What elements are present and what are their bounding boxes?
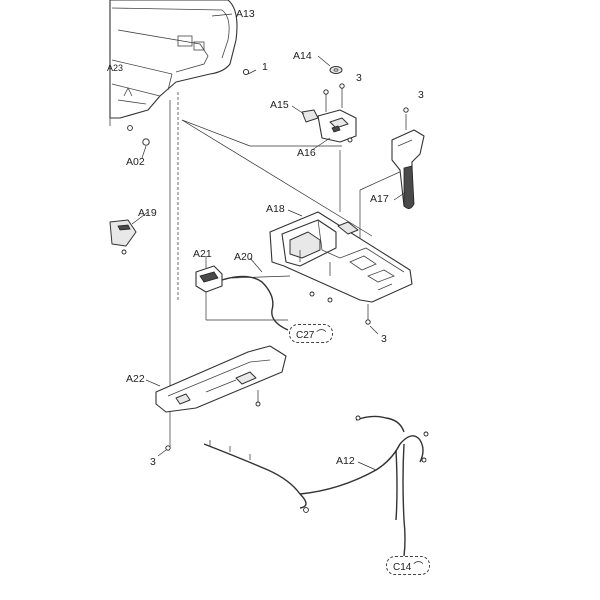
- frame-A18: [269, 211, 413, 325]
- label-screw-3-frame: 3: [381, 333, 387, 345]
- label-A23: A23: [107, 63, 124, 73]
- bracket-A16: [317, 83, 357, 143]
- label-screw-1: 1: [262, 61, 268, 73]
- label-screw-3-bottom: 3: [150, 456, 156, 468]
- bracket-A19: [109, 219, 137, 255]
- spring-A15: [291, 105, 319, 123]
- housing-A13: [109, 0, 238, 126]
- harness-A12: [203, 415, 429, 557]
- washer-A14: [329, 66, 343, 74]
- label-screw-3-top: 3: [356, 72, 362, 84]
- label-A21: A21: [193, 248, 212, 260]
- label-A19: A19: [138, 207, 157, 219]
- lever-A17: [391, 107, 425, 209]
- sensor-A21: [195, 265, 223, 293]
- label-A12: A12: [336, 455, 355, 467]
- label-screw-3-right: 3: [418, 89, 424, 101]
- label-A17: A17: [370, 193, 389, 205]
- connector-C14: C14⌒: [386, 556, 431, 575]
- connector-C14-text: C14: [393, 562, 412, 573]
- label-A13: A13: [236, 8, 255, 20]
- label-A02: A02: [126, 156, 145, 168]
- label-A14: A14: [293, 50, 312, 62]
- leader-lines: [131, 13, 407, 471]
- connector-C27: C27⌒: [289, 324, 334, 343]
- guide-lines: [169, 92, 405, 448]
- label-A22: A22: [126, 373, 145, 385]
- cable-A20: [221, 275, 289, 331]
- bracket-A22: [155, 345, 287, 451]
- label-A16: A16: [297, 147, 316, 159]
- label-A15: A15: [270, 99, 289, 111]
- screw-icon: [127, 68, 257, 146]
- connector-arrow-icon: ⌒: [316, 330, 327, 341]
- label-A20: A20: [234, 251, 253, 263]
- connector-C27-text: C27: [296, 330, 315, 341]
- connector-arrow-icon: ⌒: [413, 562, 424, 573]
- label-A18: A18: [266, 203, 285, 215]
